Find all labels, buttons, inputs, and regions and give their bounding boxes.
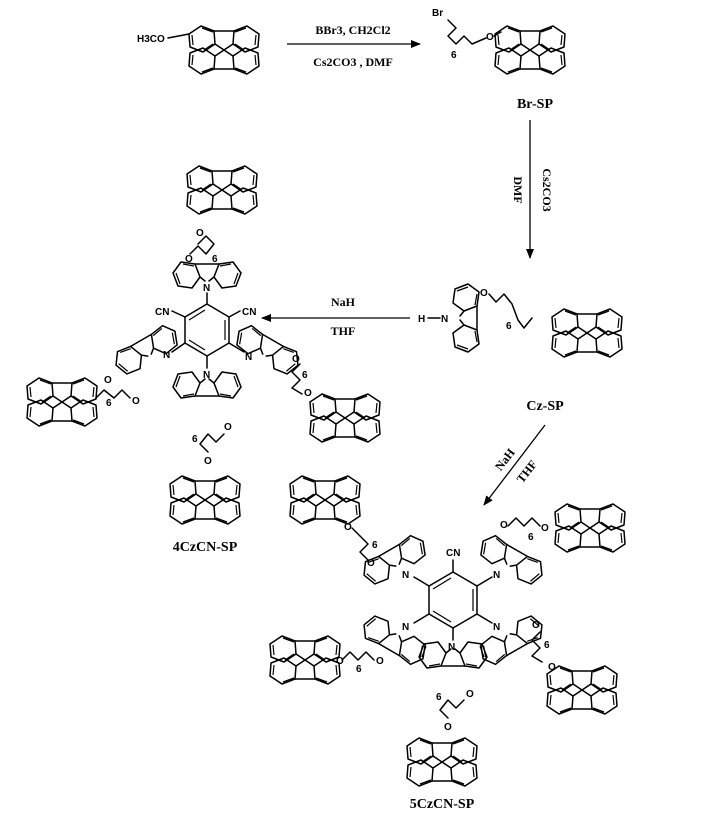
4czcn-chain-top: 6 xyxy=(212,254,218,265)
5czcn-o-ll: O xyxy=(376,656,384,667)
4czcn-o-bottom2: O xyxy=(204,456,212,467)
br-sp-atom-br: Br xyxy=(432,8,443,19)
5czcn-o-ur: O xyxy=(500,520,508,531)
5czcn-o-bottom: O xyxy=(466,689,474,700)
5czcn-sp-name: 5CzCN-SP xyxy=(410,797,475,812)
br-sp-chain-label: 6 xyxy=(451,50,457,61)
4czcn-n-right: N xyxy=(245,352,252,363)
step2-reagent-left: DMF xyxy=(511,176,525,203)
5czcn-o-bottom2: O xyxy=(444,722,452,733)
br-sp-compound: Br 6 O Br-SP xyxy=(432,8,566,112)
4czcn-sp-name: 4CzCN-SP xyxy=(173,540,238,555)
step1-reagent-bottom: Cs2CO3 , DMF xyxy=(313,55,393,69)
step1: BBr3, CH2Cl2 Cs2CO3 , DMF xyxy=(287,23,421,69)
cz-sp-chain-label: 6 xyxy=(506,321,512,332)
4czcn-o-right2: O xyxy=(304,388,312,399)
5czcn-o-ul: O xyxy=(367,558,375,569)
4czcn-n-bottom: N xyxy=(203,370,210,381)
start-compound: H3CO xyxy=(137,25,260,75)
4czcn-o-left2: O xyxy=(104,375,112,386)
step2-reagent-right: Cs2CO3 xyxy=(540,168,554,211)
cz-sp-atom-h: H xyxy=(418,314,425,325)
br-sp-atom-o: O xyxy=(486,32,494,43)
5czcn-n-ul: N xyxy=(402,570,409,581)
cz-sp-compound: H N O 6 Cz-SP xyxy=(418,283,623,414)
5czcn-o-lr: O xyxy=(532,620,540,631)
5czcn-sp-compound: CN N O 6 O N O 6 O N O 6 O N O 6 O xyxy=(269,475,626,812)
5czcn-n-ll: N xyxy=(402,622,409,633)
4czcn-o-right: O xyxy=(292,354,300,365)
br-sp-name: Br-SP xyxy=(517,97,553,112)
step1-reagent-top: BBr3, CH2Cl2 xyxy=(315,23,390,37)
5czcn-chain-ll: 6 xyxy=(356,664,362,675)
4czcn-o-top: O xyxy=(185,254,193,265)
5czcn-chain-lr: 6 xyxy=(544,640,550,651)
cz-sp-name: Cz-SP xyxy=(526,399,564,414)
step2: DMF Cs2CO3 xyxy=(511,120,554,259)
4czcn-chain-right: 6 xyxy=(302,370,308,381)
5czcn-chain-ur: 6 xyxy=(528,532,534,543)
5czcn-chain-bottom: 6 xyxy=(436,692,442,703)
4czcn-n-left: N xyxy=(163,350,170,361)
cz-sp-atom-n: N xyxy=(441,314,448,325)
5czcn-o-ul2: O xyxy=(344,522,352,533)
cz-sp-atom-o: O xyxy=(480,288,488,299)
5czcn-n-ur: N xyxy=(493,570,500,581)
4czcn-o-left: O xyxy=(132,396,140,407)
methoxy-label: H3CO xyxy=(137,34,165,45)
step3: NaH THF xyxy=(261,295,410,338)
5czcn-chain-ul: 6 xyxy=(372,540,378,551)
5czcn-o-ll2: O xyxy=(336,656,344,667)
step3-reagent-bottom: THF xyxy=(331,324,356,338)
5czcn-n-bottom: N xyxy=(448,642,455,653)
5czcn-o-lr2: O xyxy=(548,662,556,673)
step4: NaH THF xyxy=(483,424,546,506)
4czcn-chain-left: 6 xyxy=(106,398,112,409)
5czcn-o-ur2: O xyxy=(541,523,549,534)
5czcn-cn: CN xyxy=(446,548,460,559)
4czcn-sp-compound: CN CN N O 6 O N O 6 O N O 6 O N O xyxy=(26,165,381,555)
4czcn-o-bottom: O xyxy=(224,422,232,433)
step4-reagent-left: NaH xyxy=(492,445,518,473)
4czcn-chain-bottom: 6 xyxy=(192,434,198,445)
5czcn-n-lr: N xyxy=(493,622,500,633)
4czcn-cn-left: CN xyxy=(155,307,169,318)
4czcn-o-top2: O xyxy=(196,228,204,239)
4czcn-cn-right: CN xyxy=(242,307,256,318)
4czcn-n-top: N xyxy=(203,283,210,294)
step3-reagent-top: NaH xyxy=(331,295,356,309)
